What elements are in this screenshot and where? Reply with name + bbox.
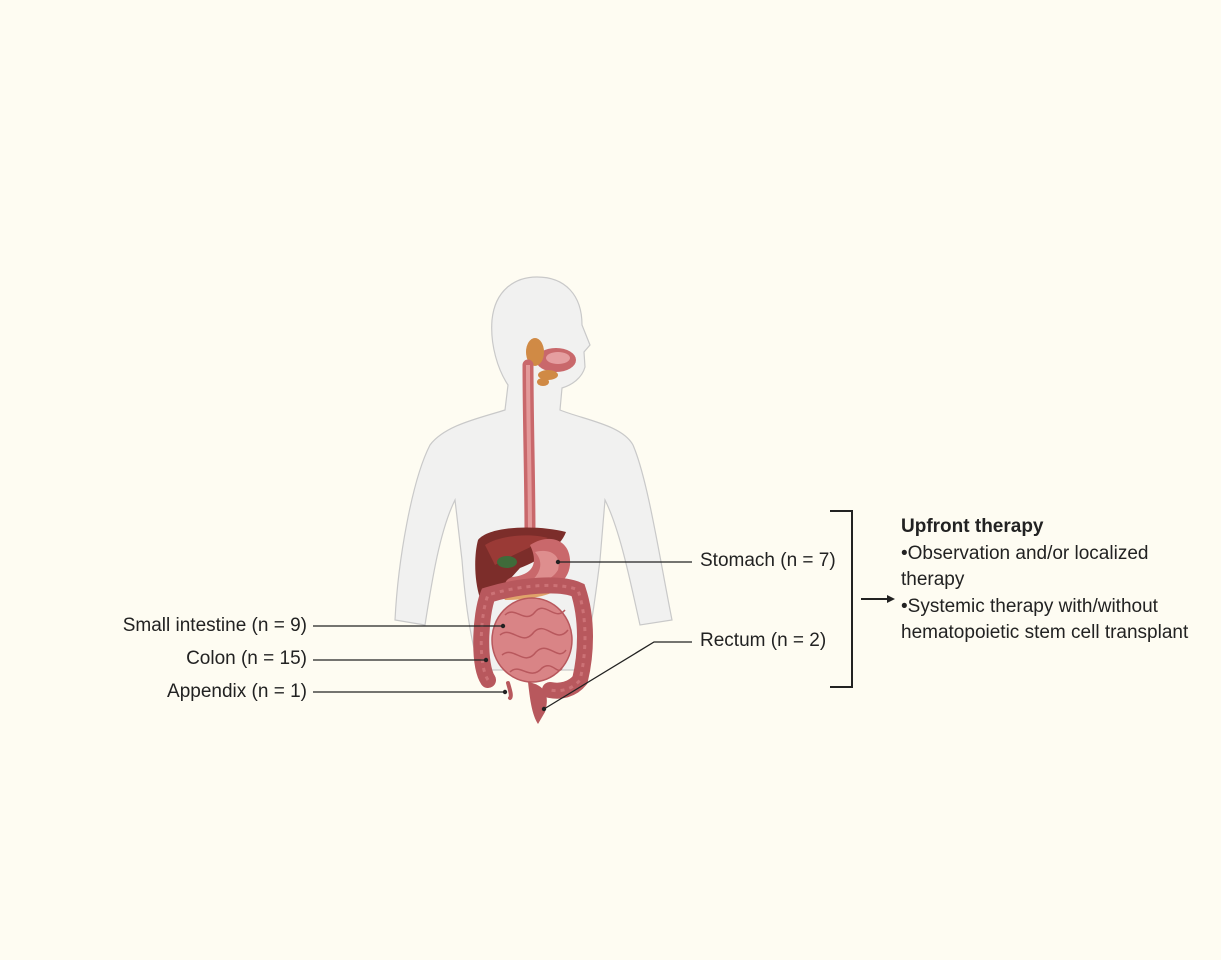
small-intestine-label: Small intestine (n = 9)	[122, 615, 307, 636]
small-intestine	[491, 597, 573, 683]
therapy-item-observation: •Observation and/or localized therapy	[901, 542, 1149, 591]
bracket	[830, 510, 853, 688]
leader-dots	[483, 559, 561, 712]
colon	[473, 577, 593, 699]
stomach-label: Stomach (n = 7)	[700, 550, 836, 571]
leader-lines	[313, 561, 692, 710]
therapy-title: Upfront therapy	[901, 516, 1044, 537]
colon-label: Colon (n = 15)	[186, 648, 307, 669]
gallbladder	[497, 556, 517, 568]
therapy-box: Upfront therapy •Observation and/or loca…	[901, 514, 1201, 647]
mouth-and-salivary-glands	[526, 338, 576, 386]
rectum-label: Rectum (n = 2)	[700, 630, 827, 651]
rectum	[528, 682, 547, 724]
appendix	[506, 681, 513, 700]
leader-rectum	[543, 641, 692, 710]
appendix-label: Appendix (n = 1)	[167, 681, 307, 702]
arrow-icon	[861, 595, 895, 603]
therapy-item-systemic: •Systemic therapy with/without hematopoi…	[901, 595, 1189, 644]
